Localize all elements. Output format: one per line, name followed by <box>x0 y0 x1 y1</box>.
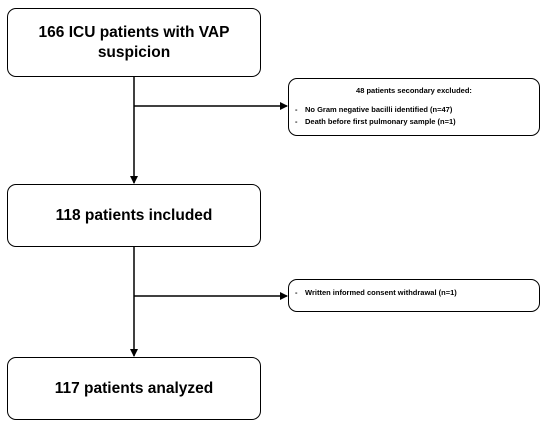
exclusion-box-1-title: 48 patients secondary excluded: <box>356 86 472 95</box>
list-dash: - <box>295 288 298 297</box>
exclusion-box-1-list: - No Gram negative bacilli identified (n… <box>295 104 533 128</box>
box-patients-analyzed-text: 117 patients analyzed <box>54 379 214 397</box>
box-icu-patients: 166 ICU patients with VAP suspicion <box>7 8 261 77</box>
exclusion-box-2: - Written informed consent withdrawal (n… <box>288 279 540 312</box>
box-patients-included: 118 patients included <box>7 184 261 247</box>
exclusion-box-2-list: - Written informed consent withdrawal (n… <box>295 287 533 299</box>
list-dash: - <box>295 105 298 114</box>
box-patients-included-text: 118 patients included <box>55 206 213 224</box>
exclusion-item-text: Death before first pulmonary sample (n=1… <box>305 117 456 126</box>
box-icu-patients-line1: 166 ICU patients with VAP <box>38 23 230 41</box>
exclusion-box-1: 48 patients secondary excluded: - No Gra… <box>288 78 540 136</box>
exclusion-item-text: Written informed consent withdrawal (n=1… <box>305 288 457 297</box>
list-dash: - <box>295 117 298 126</box>
box-patients-analyzed: 117 patients analyzed <box>7 357 261 420</box>
exclusion-item: - No Gram negative bacilli identified (n… <box>295 104 533 116</box>
box-icu-patients-line2: suspicion <box>97 43 171 61</box>
exclusion-item-text: No Gram negative bacilli identified (n=4… <box>305 105 453 114</box>
exclusion-item: - Written informed consent withdrawal (n… <box>295 287 533 299</box>
exclusion-item: - Death before first pulmonary sample (n… <box>295 116 533 128</box>
